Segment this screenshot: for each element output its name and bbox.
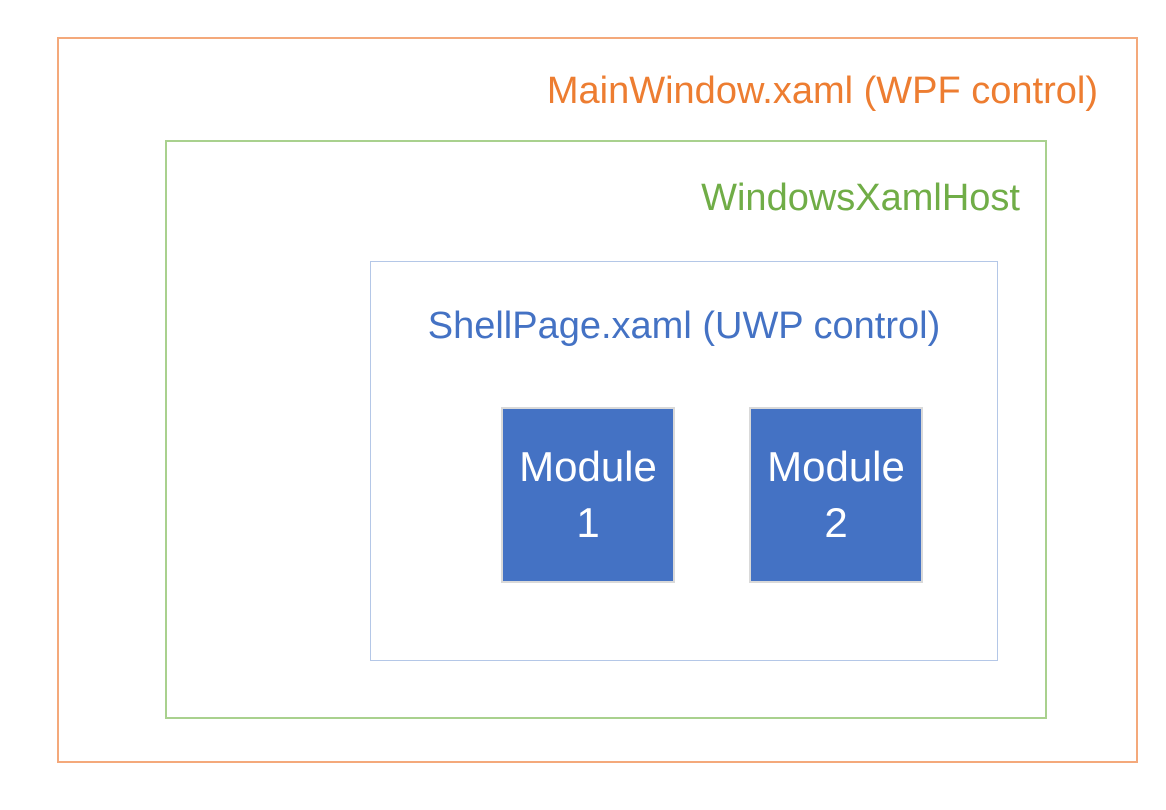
module-1-label-line1: Module [519,443,657,490]
windowsxamlhost-box: WindowsXamlHost ShellPage.xaml (UWP cont… [165,140,1047,719]
shellpage-uwp-box: ShellPage.xaml (UWP control) Module 1 Mo… [370,261,998,661]
module-1-label-line2: 1 [576,499,600,546]
module-2-label-line1: Module [767,443,905,490]
windowsxamlhost-label: WindowsXamlHost [701,177,1020,219]
module-2-label-line2: 2 [824,499,848,546]
module-2-box: Module 2 [749,407,923,583]
mainwindow-wpf-label: MainWindow.xaml (WPF control) [546,70,1098,112]
shellpage-uwp-label: ShellPage.xaml (UWP control) [427,305,941,347]
mainwindow-wpf-box: MainWindow.xaml (WPF control) WindowsXam… [57,37,1138,763]
module-1-box: Module 1 [501,407,675,583]
